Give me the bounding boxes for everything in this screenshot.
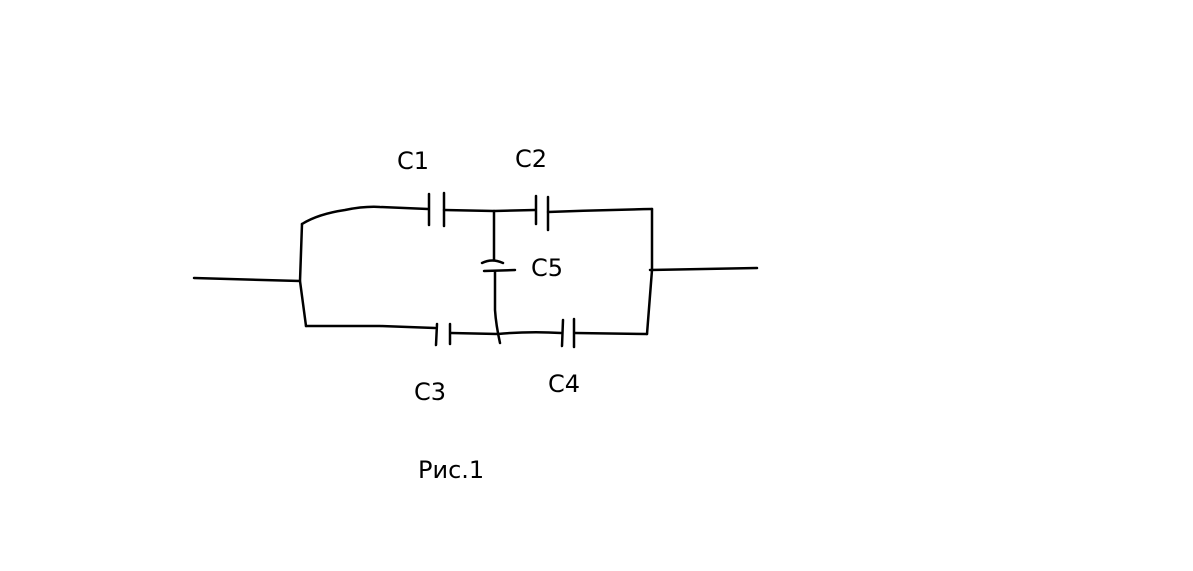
top-wire-left bbox=[300, 205, 430, 226]
right-lead-wire bbox=[648, 266, 759, 272]
c5-plate-bottom bbox=[482, 268, 517, 273]
c4-plate-left bbox=[560, 318, 565, 348]
left-lead-wire bbox=[192, 276, 302, 283]
bottom-wire-right bbox=[573, 331, 649, 336]
label-c5: C5 bbox=[531, 254, 563, 282]
top-wire-right bbox=[546, 207, 654, 214]
c5-wire-bottom bbox=[493, 270, 502, 345]
capacitor-c1 bbox=[427, 191, 446, 228]
bottom-wire-middle bbox=[449, 330, 563, 336]
c5-plate-top bbox=[480, 259, 505, 265]
capacitor-c2 bbox=[534, 194, 550, 232]
figure-caption: Рис.1 bbox=[418, 456, 484, 484]
top-wire-middle bbox=[442, 208, 537, 213]
left-node-wire bbox=[298, 222, 308, 328]
right-node-wire bbox=[645, 207, 654, 336]
capacitor-c4 bbox=[560, 317, 576, 349]
capacitor-c5 bbox=[480, 259, 517, 273]
capacitor-c3 bbox=[434, 322, 452, 347]
label-c2: C2 bbox=[515, 145, 547, 173]
bottom-wire-left bbox=[304, 324, 437, 330]
c3-plate-left bbox=[434, 322, 439, 347]
label-c3: C3 bbox=[414, 378, 446, 406]
label-c1: C1 bbox=[397, 147, 429, 175]
label-c4: C4 bbox=[548, 370, 580, 398]
